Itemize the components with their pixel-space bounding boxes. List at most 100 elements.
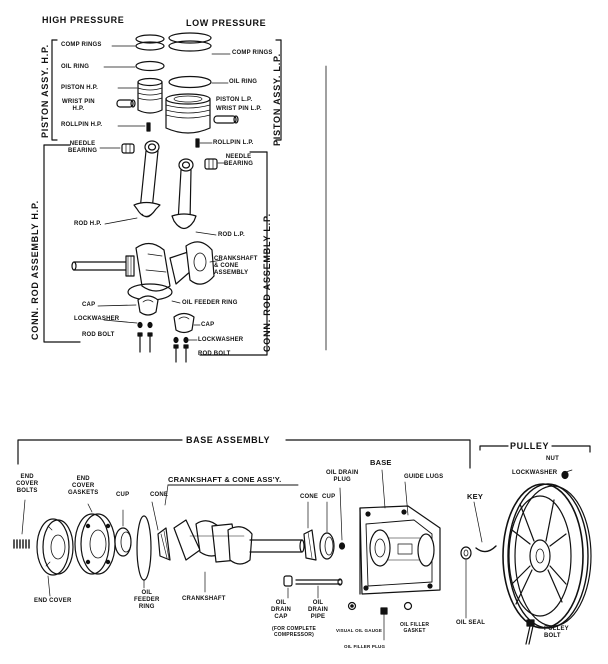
label-comp-rings-hp: COMP RINGS [61,42,102,48]
label-end-cover: END COVER [34,598,72,604]
label-rollpin-lp: ROLLPIN L.P. [213,140,254,146]
oil-drain-pipe [295,578,343,586]
hp-connecting-rod [133,140,161,218]
hp-needle-bearing [121,143,135,154]
label-oil-drain-cap: OIL DRAIN CAP [271,600,291,620]
cone-right [303,529,317,561]
label-base: BASE [370,458,392,467]
label-oil-filler-plug: OIL FILLER PLUG [344,644,386,649]
label-oil-drain-plug: OIL DRAIN PLUG [326,470,359,483]
label-cup-left: CUP [116,492,130,498]
hp-rollpin [146,122,151,132]
label-crankshaft: CRANKSHAFT [182,596,226,602]
label-oil-feeder-ring-top: OIL FEEDER RING [182,300,238,306]
label-lockwasher-pulley: LOCKWASHER [512,470,558,476]
cone-left [157,527,171,561]
label-lockwasher-hp: LOCKWASHER [74,316,120,322]
label-oil-seal: OIL SEAL [456,620,486,626]
top-crankshaft [71,241,215,292]
label-cap-hp: CAP [82,302,96,308]
pulley-nut [561,470,569,480]
label-oil-feeder-ring-bottom: OIL FEEDER RING [134,590,160,610]
conn-rod-assembly-hp-label: CONN. ROD ASSEMBLY H.P. [30,200,40,340]
label-rollpin-hp: ROLLPIN H.P. [61,122,103,128]
label-end-cover-bolts: END COVER BOLTS [16,474,39,494]
high-pressure-heading: HIGH PRESSURE [42,15,125,25]
oil-filler-plug [380,607,388,615]
label-guide-lugs: GUIDE LUGS [404,474,444,480]
lp-connecting-rod [171,158,197,230]
label-lockwasher-lp: LOCKWASHER [198,337,244,343]
label-cone-left: CONE [150,492,169,498]
oil-seal [460,546,472,560]
oil-drain-cap [283,575,293,587]
base-assembly-heading: BASE ASSEMBLY [186,435,271,445]
label-rod-hp: ROD H.P. [74,221,102,227]
label-crankshaft-cone-assembly: CRANKSHAFT & CONE ASSEMBLY [214,256,258,276]
label-for-complete-compressor: (FOR COMPLETE COMPRESSOR) [272,626,316,638]
piston-assy-hp-label: PISTON ASSY. H.P. [40,44,50,138]
end-cover [36,518,74,576]
hp-comp-rings [135,34,165,51]
low-pressure-heading: LOW PRESSURE [186,18,267,28]
end-cover-gaskets [74,513,116,575]
hp-lockwashers [137,321,153,329]
hp-oil-ring [135,60,165,72]
label-oil-ring-lp: OIL RING [229,79,258,85]
visual-oil-gauge [347,601,357,611]
label-rod-lp: ROD L.P. [218,232,245,238]
pulley-heading: PULLEY [510,441,550,451]
lp-lockwashers [173,336,189,344]
lp-rod-bolts [173,344,189,363]
pulley-bracket [479,445,591,453]
lp-comp-rings [168,32,212,52]
label-end-cover-gaskets: END COVER GASKETS [68,476,99,496]
pulley-bolt [525,619,535,645]
label-visual-oil-gauge: VISUAL OIL GAUGE [336,628,383,633]
label-nut: NUT [546,456,559,462]
hp-cap [137,295,159,316]
label-key: KEY [467,492,484,501]
lp-needle-bearing [204,158,218,170]
key [475,545,497,553]
label-oil-drain-pipe: OIL DRAIN PIPE [308,600,328,620]
label-cap-lp: CAP [201,322,215,328]
hp-wrist-pin [116,99,136,108]
label-piston-hp: PISTON H.P. [61,85,98,91]
oil-drain-plug [338,542,346,550]
lp-wrist-pin [213,115,239,124]
label-cup-right: CUP [322,494,336,500]
bottom-crankshaft [173,519,305,565]
hp-piston [137,77,163,114]
label-crankshaft-cone-assy: CRANKSHAFT & CONE ASS'Y. [168,475,282,484]
bottom-oil-feeder-ring [136,515,152,581]
label-cone-right: CONE [300,494,319,500]
lp-cap [173,312,195,334]
top-brackets [43,39,282,356]
label-piston-lp: PISTON L.P. [216,97,253,103]
label-wrist-pin-lp: WRIST PIN L.P. [216,106,262,112]
cup-left [114,527,132,557]
label-pulley-bolt: PULLEY BOLT [544,626,569,639]
pulley-wheel [502,483,592,629]
lp-piston [165,93,211,134]
end-cover-bolts [13,539,30,549]
oil-filler-gasket [403,601,413,611]
label-needle-bearing-lp: NEEDLE BEARING [224,154,254,167]
label-needle-bearing-hp: NEEDLE BEARING [68,141,98,154]
base-assembly-bracket [17,439,471,469]
label-oil-filler-gasket: OIL FILLER GASKET [400,622,430,634]
base-housing [359,505,441,595]
label-oil-ring-hp: OIL RING [61,64,90,70]
cup-right [319,532,335,560]
hp-rod-bolts [137,332,153,353]
lp-oil-ring [168,75,212,89]
label-rod-bolt-hp: ROD BOLT [82,332,115,338]
label-rod-bolt-lp: ROD BOLT [198,351,231,357]
label-wrist-pin-hp: WRIST PIN H.P. [62,99,95,112]
piston-assy-lp-label: PISTON ASSY. L.P. [272,53,282,146]
label-comp-rings-lp: COMP RINGS [232,50,273,56]
conn-rod-assembly-lp-label: CONN. ROD ASSEMBLY L.P. [262,213,272,352]
